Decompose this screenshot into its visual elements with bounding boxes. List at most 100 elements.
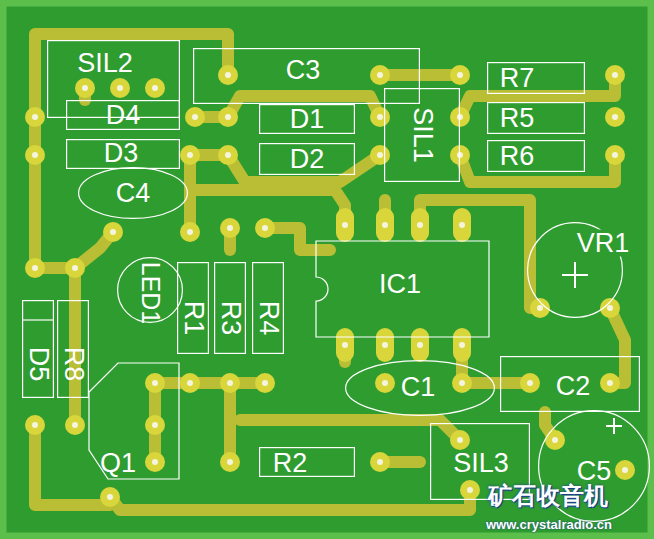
solder-pad <box>75 78 95 98</box>
drill-hole <box>527 380 533 386</box>
drill-hole <box>382 342 388 348</box>
drill-hole <box>32 265 38 271</box>
component-outline: D5 <box>22 300 54 398</box>
solder-pad <box>25 415 45 435</box>
component-outline: SIL1 <box>384 88 460 182</box>
drill-hole <box>457 72 463 78</box>
silkscreen-outline <box>178 263 209 354</box>
solder-pad <box>450 145 470 165</box>
component-outline: C2 <box>500 356 640 412</box>
drill-hole <box>72 422 78 428</box>
drill-hole <box>417 222 423 228</box>
drill-hole <box>537 305 543 311</box>
drill-hole <box>457 437 463 443</box>
ic-pin-pad <box>411 208 429 242</box>
drill-hole <box>117 85 123 91</box>
silkscreen-outline <box>501 357 640 412</box>
drill-hole <box>152 85 158 91</box>
drill-hole <box>459 380 465 386</box>
drill-hole <box>187 152 193 158</box>
watermark: www.crystalradio.cn <box>486 517 612 532</box>
solder-pad <box>220 373 240 393</box>
solder-pad <box>25 145 45 165</box>
drill-hole <box>417 342 423 348</box>
part-designator: Q1 <box>100 450 136 477</box>
solder-pad <box>185 107 205 127</box>
solder-pad <box>220 452 240 472</box>
component-outline: C3 <box>193 48 420 104</box>
solder-pad <box>370 65 390 85</box>
cathode-band <box>22 319 54 320</box>
solder-pad <box>370 452 390 472</box>
part-designator: C3 <box>286 57 321 84</box>
part-designator: D2 <box>290 146 325 173</box>
part-designator: D1 <box>290 106 325 133</box>
trace <box>240 420 460 440</box>
component-outline: R3 <box>214 262 246 354</box>
trace <box>420 200 540 308</box>
drill-hole <box>225 72 231 78</box>
part-designator: D4 <box>106 102 141 129</box>
drill-hole <box>382 380 388 386</box>
drill-hole <box>622 467 628 473</box>
solder-pad <box>450 430 470 450</box>
solder-pad <box>450 65 470 85</box>
drill-hole <box>227 380 233 386</box>
solder-pad <box>145 452 165 472</box>
component-outline: R6 <box>487 140 585 172</box>
ic-pin-pad <box>376 328 394 362</box>
trace <box>460 75 615 117</box>
component-outline: C4 <box>78 167 188 219</box>
solder-pad <box>180 373 200 393</box>
drill-hole <box>152 380 158 386</box>
trace <box>265 228 330 250</box>
silkscreen-outline <box>253 263 284 354</box>
solder-pad <box>450 107 470 127</box>
part-designator: VR1 <box>575 230 632 257</box>
silkscreen-outline <box>67 101 180 130</box>
trace <box>155 377 265 389</box>
part-designator: R3 <box>217 301 244 336</box>
trace <box>69 268 81 425</box>
silkscreen-outline <box>79 168 188 219</box>
drill-hole <box>459 342 465 348</box>
part-designator: R4 <box>255 301 282 336</box>
drill-hole <box>607 305 613 311</box>
silkscreen-outline <box>260 448 355 477</box>
part-designator: C1 <box>401 374 436 401</box>
component-outline: IC1 <box>315 240 490 338</box>
drill-hole <box>187 380 193 386</box>
solder-pad <box>520 373 540 393</box>
drill-hole <box>459 222 465 228</box>
drill-hole <box>187 229 193 235</box>
silkscreen-outline <box>89 363 179 479</box>
copper-traces <box>35 34 625 510</box>
drill-hole <box>612 152 618 158</box>
part-designator: SIL2 <box>77 50 133 77</box>
solder-pad <box>145 78 165 98</box>
drill-hole <box>82 85 88 91</box>
solder-pad <box>218 65 238 85</box>
ic-pin-pad <box>376 208 394 242</box>
solder-pad <box>218 145 238 165</box>
ic-pin-pad <box>453 208 471 242</box>
solder-pad <box>180 145 200 165</box>
part-designator: SIL3 <box>453 450 509 477</box>
silkscreen-outline <box>346 361 495 416</box>
drill-hole <box>552 437 558 443</box>
pot-cross <box>562 262 622 434</box>
drill-hole <box>457 152 463 158</box>
component-outline: D2 <box>259 143 355 175</box>
trace <box>224 383 236 462</box>
trace <box>35 34 228 268</box>
drill-hole <box>467 487 473 493</box>
drill-hole <box>72 265 78 271</box>
solder-pad <box>605 107 625 127</box>
solder-pad <box>220 218 240 238</box>
drill-hole <box>32 114 38 120</box>
trace <box>380 69 460 81</box>
component-outline: LED1 <box>117 257 183 323</box>
solder-pad <box>600 373 620 393</box>
drill-hole <box>607 380 613 386</box>
part-designator: SIL1 <box>409 107 436 163</box>
